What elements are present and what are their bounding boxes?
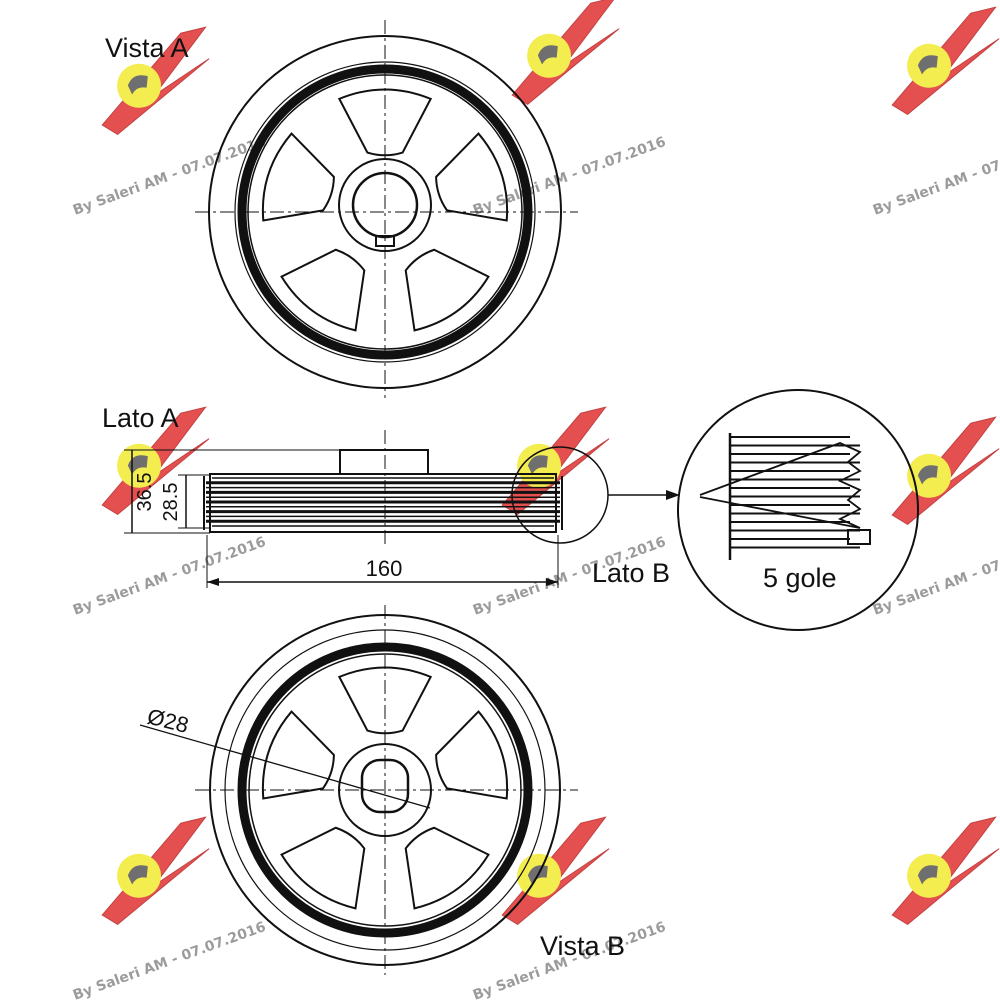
spoke-window (337, 666, 433, 735)
label-vista-b: Vista B (540, 931, 625, 961)
groove-ends (203, 476, 563, 530)
dim-outer-height: 36.5 (134, 473, 156, 512)
hub-b (338, 743, 432, 837)
pulley-grooves-side (203, 476, 563, 530)
watermark-text: By Saleri AM - 07.07.2016 (71, 919, 268, 1000)
watermark-text: By Saleri AM - 07.07.2016 (871, 134, 1000, 219)
spoke-window (404, 248, 490, 332)
belt-ring-b (237, 642, 533, 938)
spoke-window (280, 248, 366, 332)
inner-ring (247, 74, 523, 350)
label-grooves: 5 gole (763, 563, 837, 593)
ring-outer-edge (234, 61, 536, 363)
diameter-leader (139, 724, 431, 809)
detail-flange (847, 529, 871, 545)
hub (338, 158, 432, 252)
spoke-window (261, 710, 335, 800)
hub-boss (339, 449, 429, 475)
watermark-text: By Saleri AM - 07.07.2016 (71, 534, 268, 619)
watermark-logo (101, 26, 210, 136)
ring-outer-edge-b (224, 629, 546, 951)
groove-profile (699, 433, 871, 560)
watermark-text: By Saleri AM - 07.07.2016 (871, 534, 1000, 619)
groove-detail: 5 gole (677, 389, 919, 631)
spoke-window (280, 826, 366, 910)
view-b: Ø28 Vista B (139, 605, 625, 975)
detail-circle (677, 389, 919, 631)
spoke-window (261, 132, 335, 222)
outer-rim-b (209, 614, 561, 966)
groove-teeth (699, 442, 862, 529)
spoke-windows-b (261, 666, 509, 910)
label-vista-a: Vista A (105, 33, 189, 63)
label-lato-a: Lato A (102, 403, 179, 433)
dim-width: 160 (366, 556, 403, 581)
label-lato-b: Lato B (592, 558, 670, 588)
dim-inner-height: 28.5 (160, 483, 182, 522)
spoke-window (337, 88, 433, 157)
spoke-windows (261, 88, 509, 332)
dim-bore-diameter: Ø28 (145, 704, 191, 738)
belt-ring (237, 64, 533, 360)
view-a: Vista A (105, 20, 578, 398)
detail-arrow (666, 490, 680, 500)
bore-b (360, 758, 410, 814)
outer-rim (208, 35, 562, 389)
keyway (375, 235, 395, 247)
inner-ring-b (248, 653, 522, 927)
watermark-text: By Saleri AM - 07.07.2016 (471, 134, 668, 219)
spoke-window (435, 710, 509, 800)
pulley-body (209, 473, 557, 533)
spoke-window (404, 826, 490, 910)
spoke-window (435, 132, 509, 222)
side-view: 36.5 28.5 160 Lato A Lato B (102, 403, 680, 588)
